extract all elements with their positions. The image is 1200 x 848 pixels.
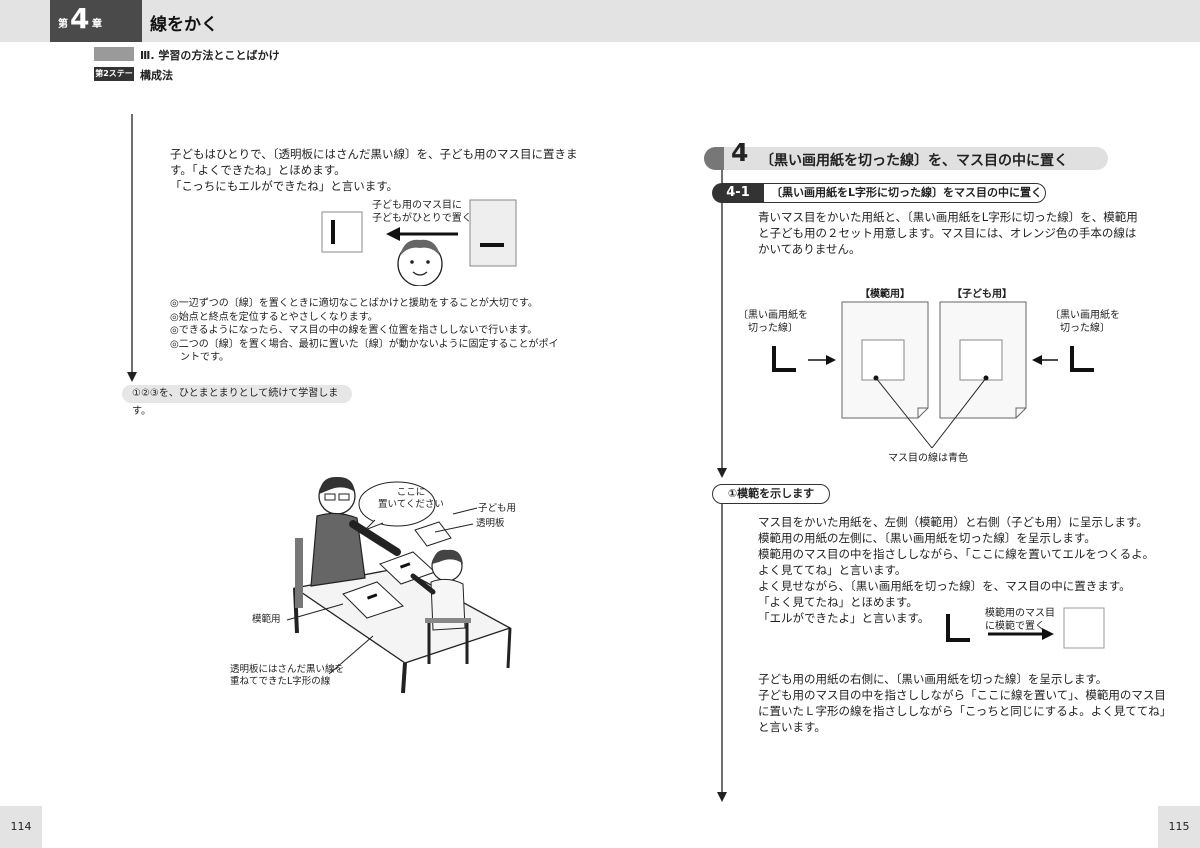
left-flow-arrow: [127, 114, 137, 382]
small-figure-caption: 模範用のマス目 に模範で置く: [985, 607, 1055, 633]
section-heading-bar: [704, 147, 1108, 170]
text-line: 模範用のマス目の中を指さししながら、「ここに線を置いてエルをつくるよ。: [758, 547, 1155, 561]
stage-tag: 第2ステージ: [94, 67, 134, 92]
setup-diagram: [772, 301, 1094, 449]
chapter-prefix: 第: [58, 19, 68, 30]
text-line: 青いマス目をかいた用紙と、〔黒い画用紙をL字形に切った線〕を、模範用: [758, 210, 1138, 224]
page-number-right: 115: [1158, 806, 1200, 848]
bullet-item: ントです。: [170, 352, 229, 363]
label-transparent-board: 透明板: [476, 518, 505, 529]
text-line: 「エルができたよ」と言います。: [758, 611, 930, 625]
child-grid-sheet: [321, 211, 363, 253]
label-child-sheet: 子ども用: [478, 503, 517, 514]
figure-caption: 子ども用のマス目に 子どもがひとりで置く: [372, 199, 472, 225]
text-line: 「よく見てたね」とほめます。: [758, 595, 918, 609]
text-line: す。「よくできたね」とほめます。: [170, 163, 346, 177]
speech-bubble-text: ここに 置いてください: [378, 487, 444, 511]
left-intro-text: 子どもはひとりで、〔透明板にはさんだ黒い線〕を、子ども用のマス目に置きま す。「…: [170, 146, 577, 194]
text-line: マス目をかいた用紙を、左側（模範用）と右側（子ども用）に呈示します。: [758, 515, 1148, 529]
text-line: 子どもがひとりで置く: [372, 213, 472, 224]
child-placing-figure: [321, 199, 517, 286]
step1b-text: 子ども用の用紙の右側に、〔黒い画用紙を切った線〕を呈示します。 子ども用のマス目…: [758, 671, 1171, 735]
text-line: 切った線〕: [1060, 323, 1110, 334]
section-heading-cap: [704, 147, 724, 170]
section-title: 〔黒い画用紙を切った線〕を、マス目の中に置く: [760, 153, 1068, 169]
text-line: と言います。: [758, 720, 826, 734]
text-line: 子ども用の用紙の右側に、〔黒い画用紙を切った線〕を呈示します。: [758, 672, 1108, 686]
text-line: 透明板にはさんだ黒い線を: [230, 664, 345, 675]
page-number-left: 114: [0, 806, 42, 848]
placed-line: [331, 220, 335, 244]
header-band: [0, 0, 1200, 42]
text-line: よく見せながら、〔黒い画用紙を切った線〕を、マス目の中に置きます。: [758, 579, 1131, 593]
label-overlap: 透明板にはさんだ黒い線を 重ねてできたL字形の線: [230, 664, 344, 688]
text-line: 子ども用のマス目の中を指さししながら「ここに線を置いて」、模範用のマス目: [758, 688, 1166, 702]
model-grid: [861, 339, 905, 381]
sequence-note: ①②③を、ひとまとまりとして続けて学習します。: [122, 385, 352, 417]
child-label: 【子ども用】: [952, 289, 1012, 300]
section-number: 4: [731, 138, 749, 167]
grid-color-label: マス目の線は青色: [888, 453, 968, 464]
text-line: と子ども用の２セット用意します。マス目には、オレンジ色の手本の線は: [758, 226, 1137, 240]
subsection-title: 〔黒い画用紙をL字形に切った線〕をマス目の中に置く: [762, 183, 1046, 203]
text-line: ここに: [396, 487, 426, 498]
bullet-item: ◎始点と終点を定位するとやさしくなります。: [170, 311, 378, 323]
model-label: 【模範用】: [860, 289, 910, 300]
stage-label: 構成法: [140, 69, 173, 82]
chapter-suffix: 章: [92, 19, 102, 30]
text-line: 重ねてできたL字形の線: [230, 676, 331, 687]
right-piece-label: 〔黒い画用紙を 切った線〕: [1050, 309, 1120, 335]
section-swatch: [94, 47, 134, 61]
teaching-illustration: [286, 476, 512, 694]
l-piece: [946, 614, 970, 642]
model-placing-figure: [946, 607, 1105, 649]
transparent-board: [469, 199, 517, 267]
bullet-list: ◎一辺ずつの〔線〕を置くときに適切なことばかけと援助をすることが大切です。 ◎始…: [170, 297, 559, 365]
chapter-title: 線をかく: [150, 15, 218, 35]
model-grid-small: [1063, 607, 1105, 649]
step1-text: マス目をかいた用紙を、左側（模範用）と右側（子ども用）に呈示します。 模範用の用…: [758, 514, 1154, 626]
text-line: 置いてください: [378, 499, 444, 510]
text-line: 切った線〕: [748, 323, 798, 334]
label-model-sheet: 模範用: [252, 614, 281, 625]
subsection-tag: 4-1: [712, 183, 764, 203]
bullet-item: ◎できるようになったら、マス目の中の線を置く位置を指さししないで行います。: [170, 325, 538, 336]
text-line: に置いたＬ字形の線を指さししながら「こっちと同じにするよ。よく見ててね」: [758, 704, 1172, 718]
text-line: 〔黒い画用紙を: [738, 310, 808, 321]
text-line: 子ども用のマス目に: [372, 200, 462, 211]
text-line: かいてありません。: [758, 242, 861, 256]
child-grid: [959, 339, 1003, 381]
right-l-piece: [1070, 346, 1094, 372]
left-l-piece: [772, 346, 796, 372]
bullet-item: ◎二つの〔線〕を置く場合、最初に置いた〔線〕が動かないように固定することがポイ: [170, 338, 559, 350]
chapter-number: 4: [70, 2, 90, 35]
text-line: に模範で置く: [985, 621, 1045, 632]
subsection-text: 青いマス目をかいた用紙と、〔黒い画用紙をL字形に切った線〕を、模範用 と子ども用…: [758, 209, 1138, 257]
left-piece-label: 〔黒い画用紙を 切った線〕: [738, 309, 808, 335]
text-line: よく見ててね」と言います。: [758, 563, 907, 577]
chapter-badge: 第 4 章: [50, 0, 142, 42]
text-line: 模範用のマス目: [985, 608, 1055, 619]
text-line: 「こっちにもエルができたね」と言います。: [170, 179, 399, 193]
right-flow-arrow: [717, 168, 727, 802]
section-label: Ⅲ. 学習の方法とことばかけ: [140, 49, 280, 62]
step1-title: ①模範を示します: [712, 484, 830, 504]
text-line: 子どもはひとりで、〔透明板にはさんだ黒い線〕を、子ども用のマス目に置きま: [170, 147, 578, 161]
bullet-item: ◎一辺ずつの〔線〕を置くときに適切なことばかけと援助をすることが大切です。: [170, 298, 538, 309]
black-line-in-board: [480, 243, 504, 247]
text-line: 〔黒い画用紙を: [1050, 310, 1120, 321]
text-line: 模範用の用紙の左側に、〔黒い画用紙を切った線〕を呈示します。: [758, 531, 1096, 545]
